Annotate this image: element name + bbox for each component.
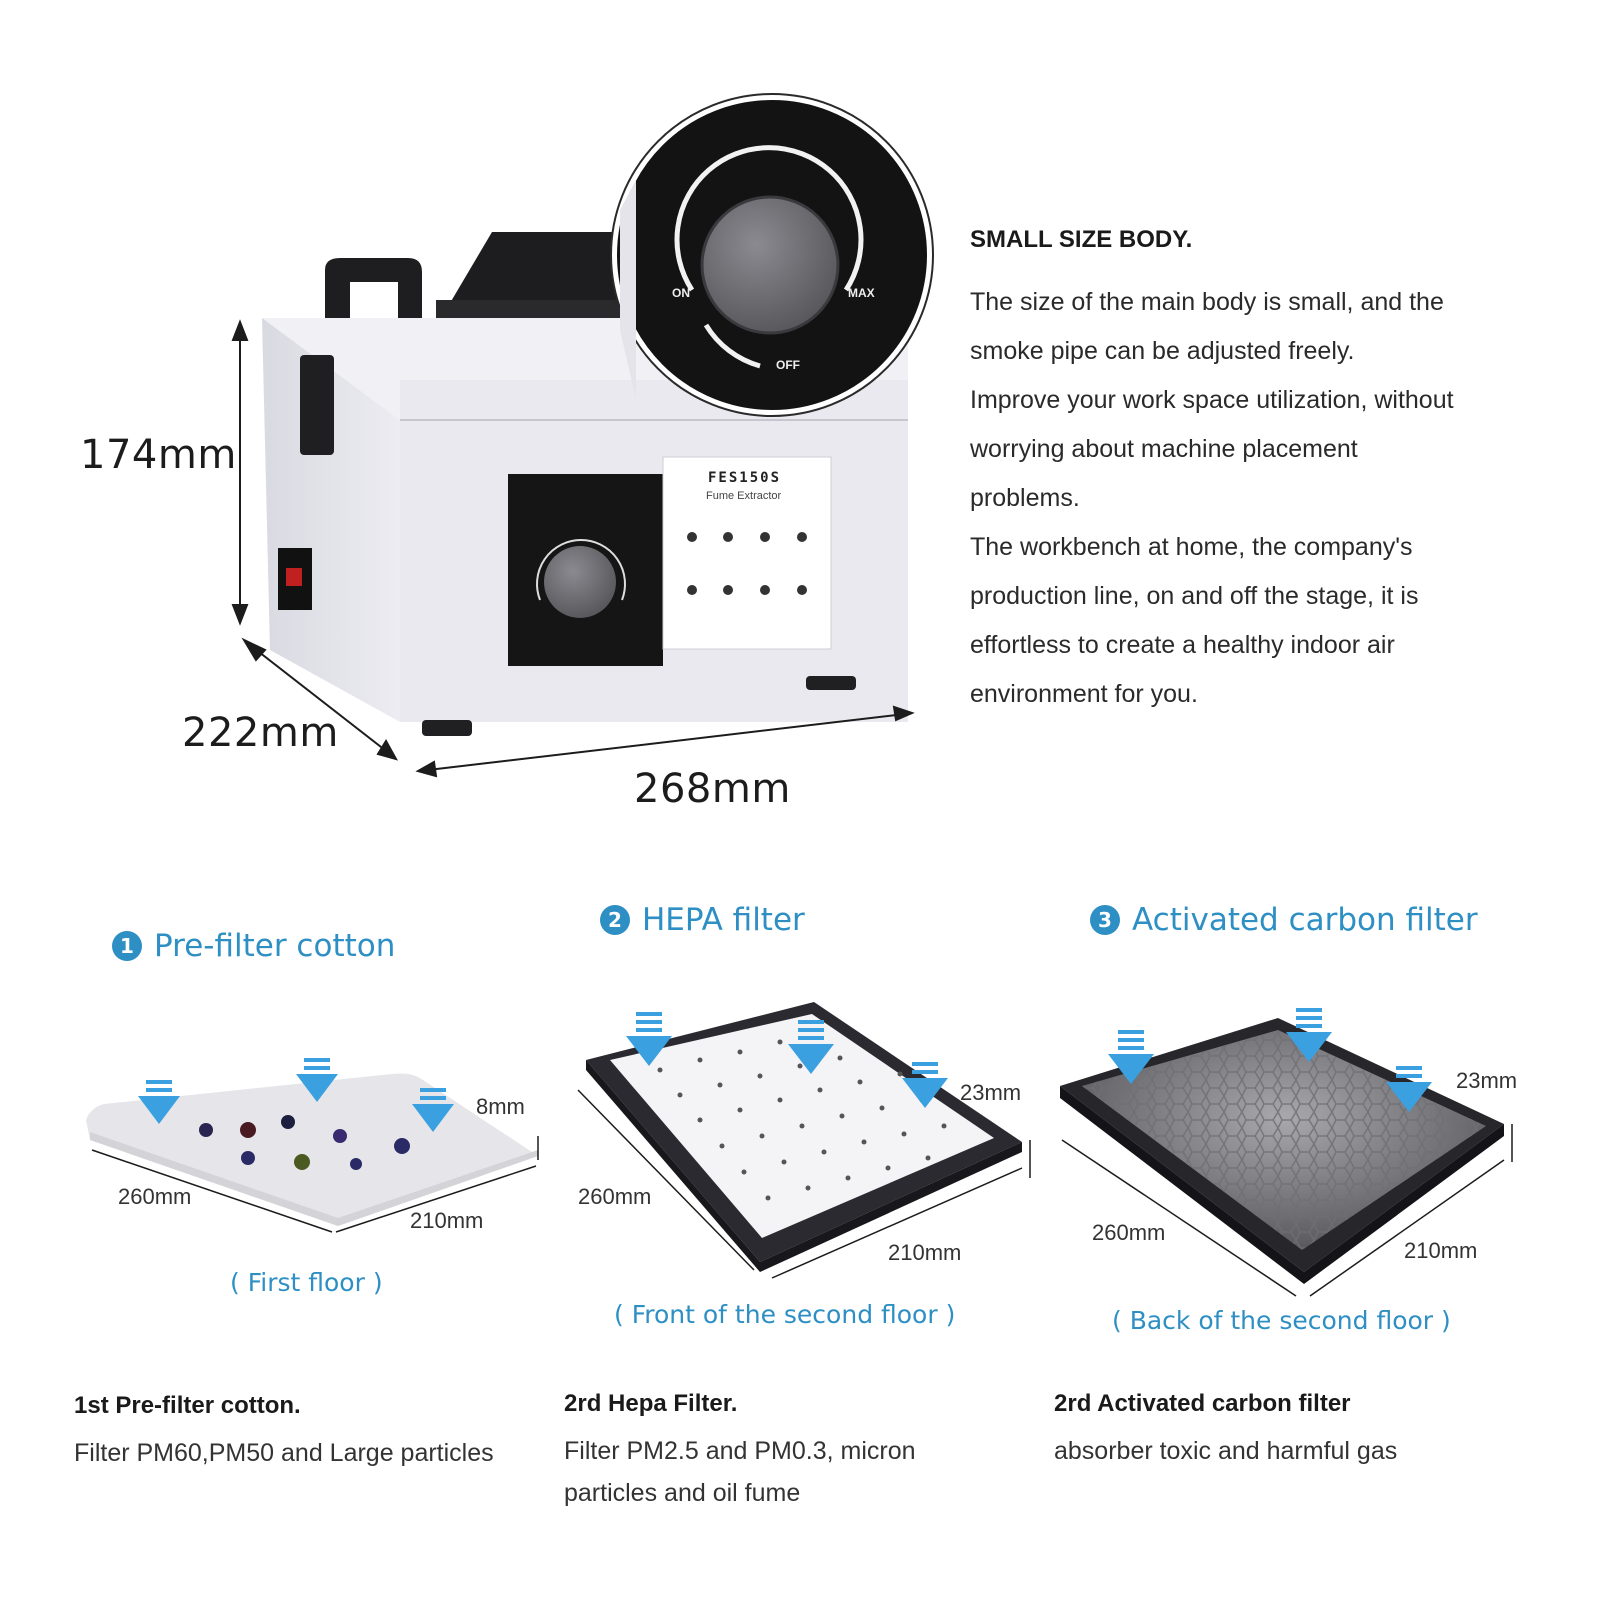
filter-2-desc-title: 2rd Hepa Filter.: [564, 1390, 738, 1417]
width-dimension: 268mm: [634, 766, 791, 812]
intro-line: effortless to create a healthy indoor ai…: [970, 631, 1395, 659]
filter-1-thickness: 8mm: [476, 1094, 525, 1119]
arrow-icon: [1108, 1030, 1154, 1084]
filter-3-thickness: 23mm: [1456, 1068, 1518, 1093]
knob-off-label: OFF: [776, 358, 800, 372]
filter-2-desc: Filter PM2.5 and PM0.3, micron particles…: [564, 1437, 916, 1507]
knob-on-label: ON: [672, 286, 690, 300]
intro-line: production line, on and off the stage, i…: [970, 582, 1419, 610]
filter-1-desc-title: 1st Pre-filter cotton.: [74, 1392, 301, 1419]
carbon-filter-illustration: [1060, 1018, 1513, 1297]
intro-line: The workbench at home, the company's: [970, 533, 1413, 561]
filter-1-desc: Filter PM60,PM50 and Large particles: [74, 1439, 494, 1467]
knob-max-label: MAX: [848, 286, 875, 300]
intro-paragraph: The size of the main body is small, and …: [970, 278, 1570, 719]
arrow-icon: [138, 1080, 180, 1124]
model-label: FES150S: [708, 470, 782, 486]
arrow-icon: [1286, 1008, 1332, 1062]
fume-extractor-body: [262, 232, 908, 736]
depth-dimension: 222mm: [182, 710, 339, 756]
height-dimension: 174mm: [80, 432, 237, 478]
intro-line: environment for you.: [970, 680, 1198, 708]
arrow-icon: [296, 1058, 338, 1102]
intro-heading: SMALL SIZE BODY.: [970, 226, 1193, 253]
filter-3-width: 210mm: [1404, 1238, 1478, 1263]
intro-line: smoke pipe can be adjusted freely.: [970, 337, 1355, 365]
filter-2-width: 210mm: [888, 1240, 962, 1265]
intro-line: problems.: [970, 484, 1080, 512]
arrow-icon: [788, 1020, 834, 1074]
arrow-icon: [626, 1012, 672, 1066]
number-2-icon: 2: [600, 905, 630, 935]
airflow-arrows: [138, 1008, 1432, 1132]
intro-line: Improve your work space utilization, wit…: [970, 386, 1454, 414]
intro-line: worrying about machine placement: [970, 435, 1358, 463]
filter-1-length: 260mm: [118, 1184, 192, 1209]
hepa-filter-illustration: [577, 1002, 1031, 1279]
filter-2-thickness: 23mm: [960, 1080, 1022, 1105]
filter-3-caption: ( Back of the second floor ): [1112, 1306, 1451, 1335]
arrow-icon: [1386, 1066, 1432, 1112]
knob-magnifier: [610, 93, 934, 417]
number-1-icon: 1: [112, 931, 142, 961]
dimension-arrows: [231, 319, 915, 778]
filter-3-desc: absorber toxic and harmful gas: [1054, 1437, 1398, 1465]
filter-2-length: 260mm: [578, 1184, 652, 1209]
intro-line: The size of the main body is small, and …: [970, 288, 1444, 316]
number-3-icon: 3: [1090, 905, 1120, 935]
filter-3-length: 260mm: [1092, 1220, 1166, 1245]
arrow-icon: [902, 1062, 948, 1108]
filter-2-caption: ( Front of the second floor ): [614, 1300, 956, 1329]
model-subtitle: Fume Extractor: [706, 490, 782, 502]
filter-1-caption: ( First floor ): [230, 1268, 383, 1297]
particle-dots: [199, 1115, 410, 1170]
arrow-icon: [412, 1088, 454, 1132]
filter-3-desc-title: 2rd Activated carbon filter: [1054, 1390, 1351, 1417]
filter-1-width: 210mm: [410, 1208, 484, 1233]
